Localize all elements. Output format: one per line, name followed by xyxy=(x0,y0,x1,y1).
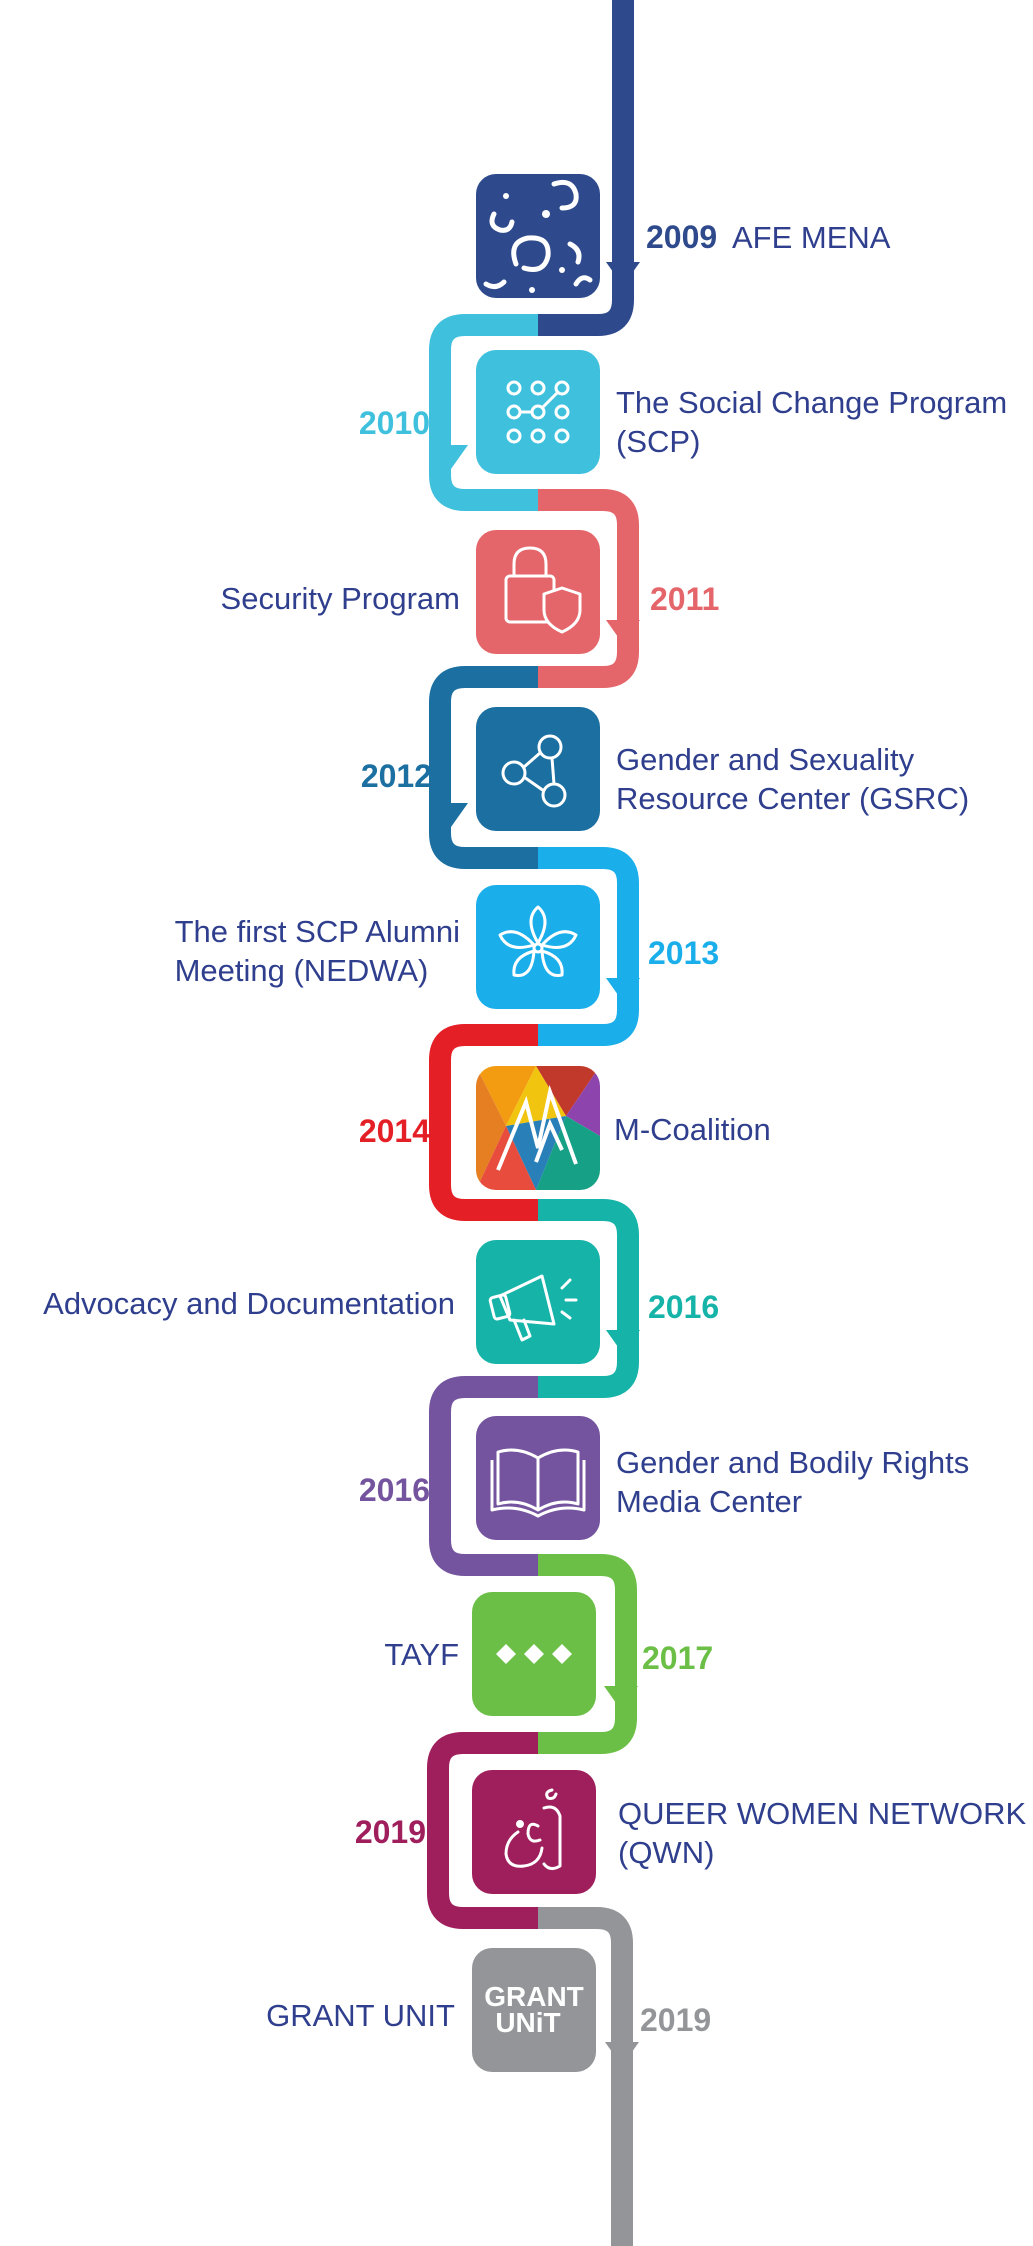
milestone-year-2016-a: 2016 xyxy=(648,1289,720,1325)
pipe-segment-2019-b xyxy=(538,1907,633,2246)
milestone-year-2013: 2013 xyxy=(648,935,720,971)
milestone-year-2011: 2011 xyxy=(650,581,720,617)
pipe-arrow-2012 xyxy=(434,803,468,827)
pipe-arrow-2013 xyxy=(606,978,640,1002)
network-triangle-icon xyxy=(476,707,600,831)
grant-unit-logo-text-1: GRANT xyxy=(484,1981,584,2012)
pipe-segment-2010 xyxy=(429,314,538,511)
milestone-label-tayf: TAYF xyxy=(384,1637,459,1672)
pipe-segment-2016-a xyxy=(538,1199,639,1398)
pipe-segment-2017 xyxy=(538,1554,637,1754)
milestone-label-qwn: QUEER WOMEN NETWORK(QWN) xyxy=(618,1796,1027,1870)
milestone-label-advocacy: Advocacy and Documentation xyxy=(43,1286,455,1321)
pipe-arrow-2011 xyxy=(606,620,640,644)
milestone-year-2012: 2012 xyxy=(360,758,432,794)
pipe-segment-2016-b xyxy=(429,1376,538,1576)
pipe-arrow-2009 xyxy=(606,262,640,286)
three-diamonds-icon xyxy=(472,1592,596,1716)
arabic-letters-icon xyxy=(476,174,600,298)
milestone-label-scp: The Social Change Program(SCP) xyxy=(616,385,1008,459)
megaphone-icon xyxy=(476,1240,600,1364)
pipe-arrow-2016-a xyxy=(606,1330,640,1354)
milestone-year-2016-b: 2016 xyxy=(358,1472,430,1508)
nodes-grid-icon xyxy=(476,350,600,474)
milestone-label-afe-mena: AFE MENA xyxy=(732,220,891,255)
pipe-segment-2014 xyxy=(429,1024,538,1221)
milestone-label-m-coalition: M-Coalition xyxy=(614,1112,771,1147)
milestone-year-2010: 2010 xyxy=(358,405,430,441)
pipe-segment-2012 xyxy=(429,666,538,869)
milestone-label-grant-unit: GRANT UNIT xyxy=(266,1998,455,2033)
pipe-arrow-2017 xyxy=(604,1686,638,1710)
lock-shield-icon xyxy=(476,530,600,654)
pipe-arrow-2010 xyxy=(434,445,468,469)
pipe-segment-2011 xyxy=(538,489,639,688)
arabic-calligraphy-icon xyxy=(472,1770,596,1894)
open-book-icon xyxy=(476,1416,600,1540)
pipe-segment-2009 xyxy=(538,0,634,336)
pipe-segment-2013 xyxy=(538,847,639,1046)
flower-icon xyxy=(476,885,600,1009)
pipe-arrow-2019 xyxy=(605,2042,639,2066)
milestone-year-2017: 2017 xyxy=(642,1640,714,1676)
milestone-label-security: Security Program xyxy=(220,581,460,616)
grant-unit-logo-icon: GRANT UNiT xyxy=(472,1948,596,2072)
m-coalition-logo-icon xyxy=(476,1066,600,1190)
grant-unit-logo-text-2: UNiT xyxy=(495,2007,560,2038)
milestone-year-2019-b: 2019 xyxy=(640,2002,712,2038)
milestone-year-2014: 2014 xyxy=(358,1113,430,1149)
milestone-year-2019-a: 2019 xyxy=(354,1814,426,1850)
pipe-segment-2019-a xyxy=(427,1732,538,1929)
milestone-year-2009: 2009 xyxy=(646,219,718,255)
